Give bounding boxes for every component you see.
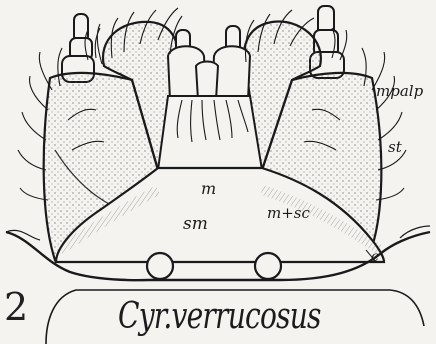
left-condyle xyxy=(147,253,173,279)
figure-number: 2 xyxy=(4,288,28,326)
ligula xyxy=(168,26,250,100)
mentum xyxy=(158,96,262,170)
figure-caption: Cyr.verrucosus xyxy=(118,296,321,337)
label-m: m xyxy=(201,181,216,197)
right-condyle xyxy=(255,253,281,279)
label-st: st xyxy=(388,140,402,155)
label-mpalp: mpalp xyxy=(376,84,423,99)
label-sm: sm xyxy=(183,216,208,233)
label-m-sc: m+sc xyxy=(267,206,310,221)
label-c: c xyxy=(371,250,379,264)
